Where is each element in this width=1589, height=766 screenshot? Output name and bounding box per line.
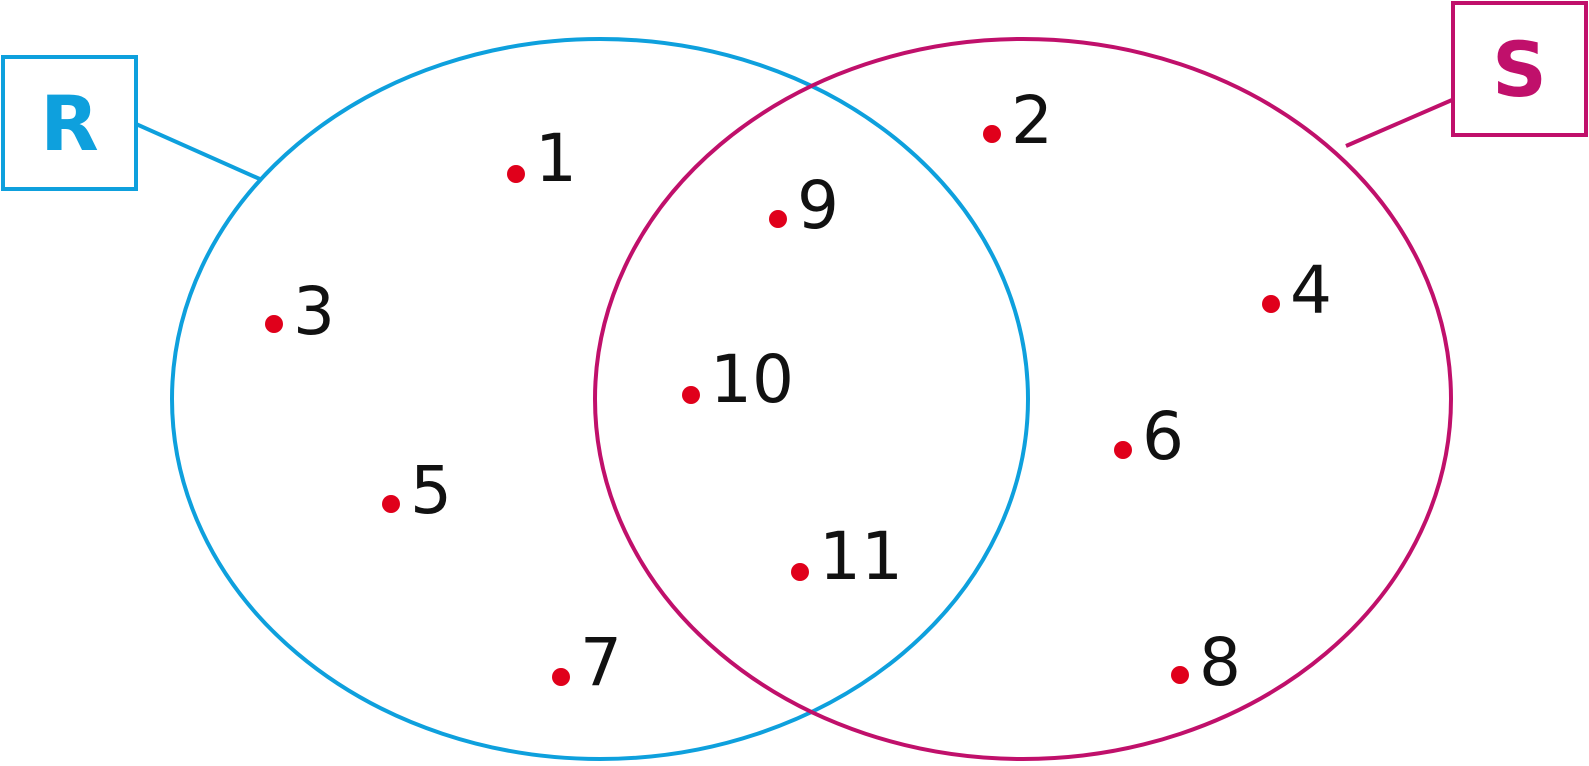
element-label: 9 — [797, 167, 839, 244]
set-r-leader-line — [135, 122, 263, 182]
element-6: 6 — [1114, 398, 1184, 475]
region-intersection: 9 10 11 — [682, 167, 903, 595]
element-9: 9 — [769, 167, 839, 244]
set-r-label: R — [40, 79, 99, 168]
element-point — [769, 210, 787, 228]
element-point — [791, 563, 809, 581]
element-10: 10 — [682, 341, 794, 418]
element-5: 5 — [382, 452, 452, 529]
element-label: 5 — [410, 452, 452, 529]
set-s-label-box — [1451, 1, 1588, 137]
element-point — [1171, 666, 1189, 684]
element-label: 7 — [580, 624, 622, 701]
set-s-label: S — [1492, 25, 1547, 114]
element-8: 8 — [1171, 624, 1241, 701]
set-s: S — [593, 1, 1588, 761]
element-point — [983, 125, 1001, 143]
element-label: 4 — [1290, 252, 1332, 329]
element-label: 3 — [293, 273, 335, 350]
set-r-label-box — [1, 55, 138, 191]
element-label: 10 — [710, 341, 794, 418]
set-s-leader-line — [1345, 98, 1453, 148]
element-2: 2 — [983, 82, 1053, 159]
element-1: 1 — [507, 120, 577, 197]
element-point — [265, 315, 283, 333]
element-label: 1 — [535, 120, 577, 197]
element-point — [1262, 295, 1280, 313]
element-point — [552, 668, 570, 686]
element-point — [1114, 441, 1132, 459]
element-label: 11 — [819, 518, 903, 595]
element-label: 2 — [1011, 82, 1053, 159]
element-label: 8 — [1199, 624, 1241, 701]
set-r-ellipse — [170, 37, 1030, 761]
region-only-s: 2 4 6 8 — [983, 82, 1332, 701]
element-7: 7 — [552, 624, 622, 701]
element-3: 3 — [265, 273, 335, 350]
element-label: 6 — [1142, 398, 1184, 475]
element-point — [682, 386, 700, 404]
element-11: 11 — [791, 518, 903, 595]
region-only-r: 1 3 5 7 — [265, 120, 622, 701]
set-r: R — [1, 37, 1030, 761]
element-point — [507, 165, 525, 183]
element-4: 4 — [1262, 252, 1332, 329]
element-point — [382, 495, 400, 513]
set-s-ellipse — [593, 37, 1453, 761]
